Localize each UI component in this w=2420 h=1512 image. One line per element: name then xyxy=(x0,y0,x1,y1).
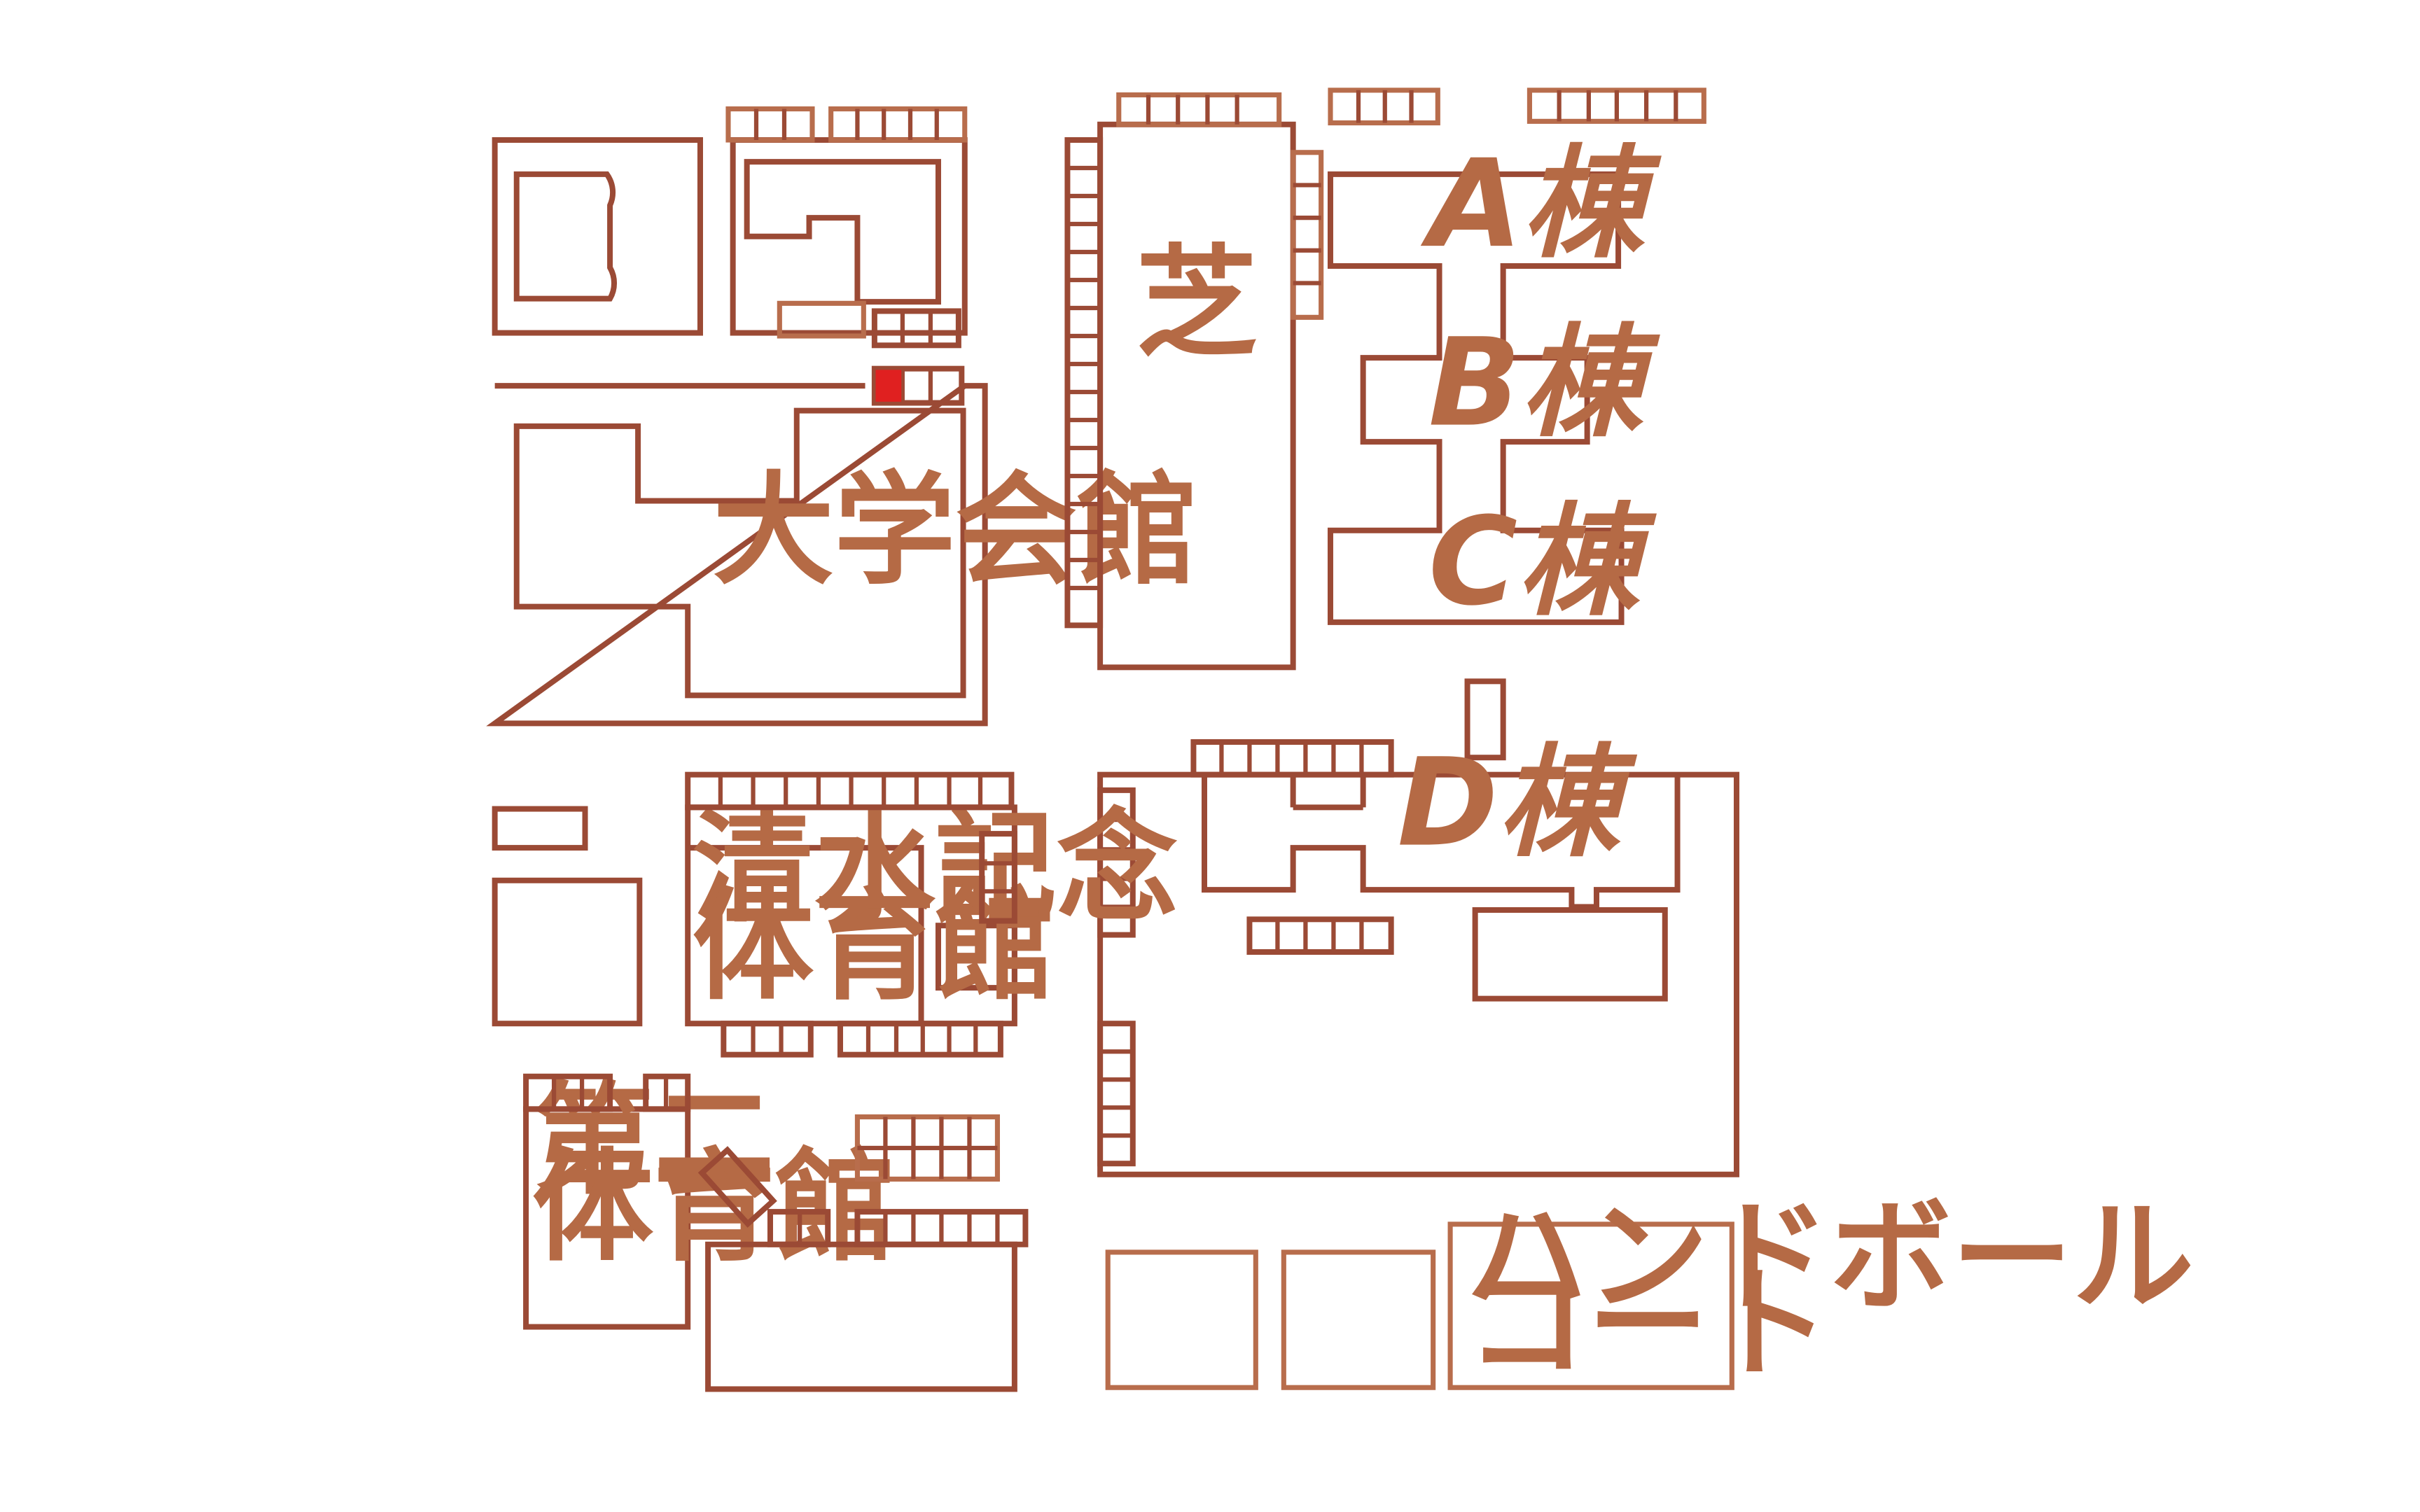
parking-strip xyxy=(1116,92,1282,127)
parking-strip-vertical xyxy=(1064,136,1104,629)
parking-strip-vertical xyxy=(1097,787,1136,938)
parking-strip xyxy=(1246,916,1394,955)
second-gym[interactable]: 第二 体育館 xyxy=(523,1070,896,1330)
parking-strip-vertical xyxy=(1291,150,1324,320)
second-gym-label-line1: 第二 xyxy=(532,1070,775,1211)
b-building-label: B棟 xyxy=(1428,312,1660,454)
court[interactable] xyxy=(1105,1250,1258,1390)
parking-strip xyxy=(523,1073,691,1112)
parking-strip xyxy=(871,308,961,349)
shimizu-memorial-gym[interactable]: 清水記念 体育館 xyxy=(685,797,1178,1027)
current-location-marker[interactable] xyxy=(873,367,904,405)
parking-strip xyxy=(721,1021,1003,1058)
courtyard-building-left[interactable] xyxy=(492,136,703,336)
parking-strip xyxy=(1190,738,1394,778)
parking-strip xyxy=(725,106,968,143)
parking-grid xyxy=(854,1114,1000,1182)
d-building-label: D棟 xyxy=(1398,732,1638,874)
parking-strip xyxy=(1328,88,1440,126)
parking-strip xyxy=(685,771,1015,811)
small-structure xyxy=(492,806,588,851)
d-building[interactable]: D棟 xyxy=(1097,732,1739,1177)
shimizu-gym-label-line2: 体育館 xyxy=(693,875,1057,1016)
c-building-label: C棟 xyxy=(1428,491,1657,632)
handball-court-label-line2: コート xyxy=(1466,1253,1830,1394)
parking-strip xyxy=(1527,88,1706,124)
a-building-label: A棟 xyxy=(1420,133,1662,274)
court[interactable] xyxy=(1281,1250,1436,1390)
university-hall-label: 大学会館 xyxy=(713,460,1198,601)
handball-court[interactable]: ハンドボール コート xyxy=(1447,1186,2194,1395)
shiba-label: 芝 xyxy=(1136,232,1257,374)
rotated-structure xyxy=(697,1146,777,1228)
parking-strip xyxy=(767,1209,1029,1247)
abc-buildings[interactable]: A棟 B棟 C棟 xyxy=(1327,133,1662,632)
parking-strip-vertical xyxy=(979,831,1017,924)
university-hall[interactable]: 大学会館 xyxy=(486,383,1198,727)
parking-strip-vertical xyxy=(1097,1021,1136,1167)
small-structure xyxy=(1464,678,1506,761)
shimizu-gym-label-line1: 清水記念 xyxy=(693,797,1178,939)
small-building[interactable] xyxy=(492,877,643,1027)
second-gym-label-line2: 体育館 xyxy=(532,1136,896,1278)
courtyard-building-middle[interactable] xyxy=(730,136,968,339)
handball-court-label-line1: ハンドボール xyxy=(1466,1186,2194,1328)
